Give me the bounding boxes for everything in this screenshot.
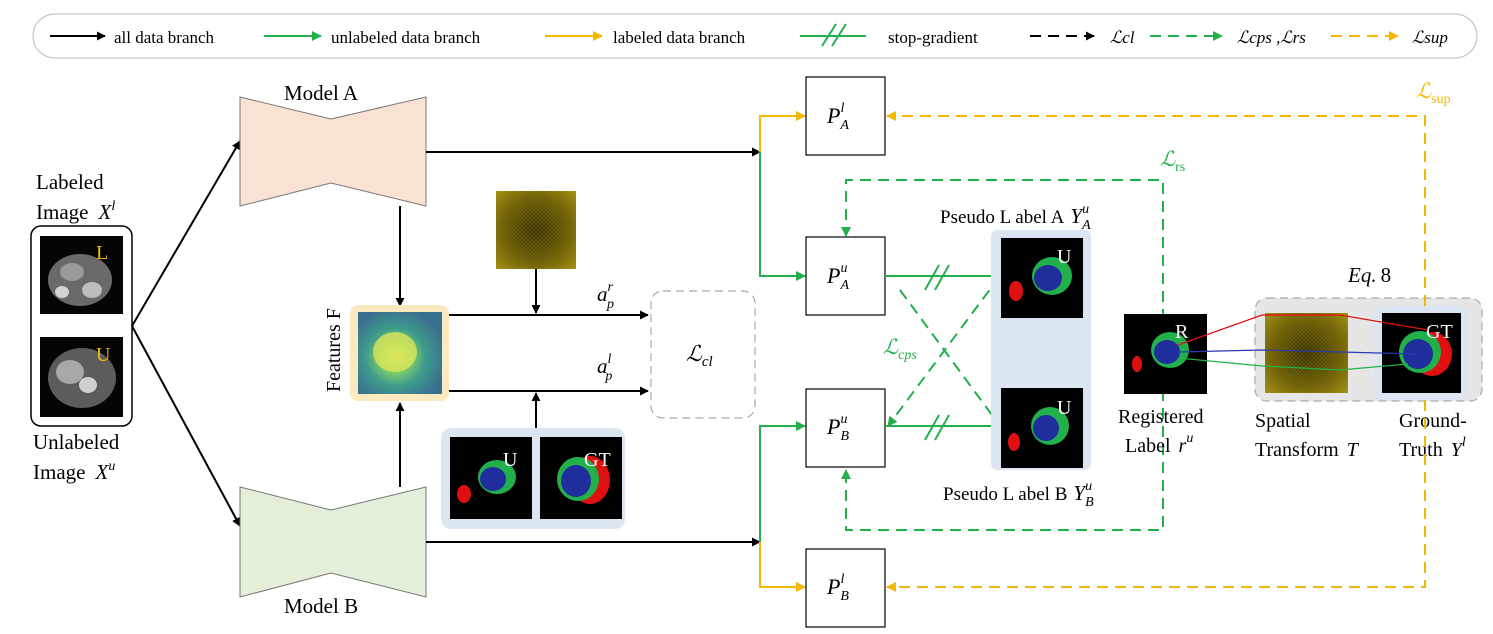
pb-u-box	[805, 388, 886, 468]
svg-text:GT: GT	[584, 449, 611, 471]
pa-l-box	[805, 76, 886, 156]
model-a-label: Model A	[284, 81, 359, 105]
legend-unlabeled-branch: unlabeled data branch	[331, 28, 481, 47]
stop-gradient-a-icon	[924, 264, 950, 291]
arrow-rs-to-pb-u	[841, 390, 1164, 531]
loss-cps-label: ℒcps	[883, 335, 917, 363]
unlabeled-mri-image: U	[40, 337, 123, 417]
loss-sup-label: ℒsup	[1416, 79, 1451, 107]
arrow-to-pa-l	[759, 111, 806, 152]
model-a-shape	[239, 96, 427, 207]
legend-all-branch: all data branch	[114, 28, 215, 47]
arrow-to-pb-u	[759, 421, 806, 542]
svg-text:R: R	[1175, 321, 1189, 343]
arrow-cps-b-to-a	[887, 275, 1001, 427]
model-b-shape	[239, 486, 427, 598]
arrow-cps-a-to-b	[899, 289, 1001, 427]
svg-text:U: U	[503, 449, 518, 471]
labeled-mri-image: L	[40, 236, 123, 314]
arrow-to-pb-l	[759, 542, 806, 592]
stop-gradient-b-icon	[924, 414, 950, 441]
loss-cl-box	[650, 290, 756, 419]
pseudo-a-image: U	[1001, 238, 1083, 318]
arrow-input-to-model-a	[131, 140, 241, 327]
model-b-label: Model B	[284, 594, 358, 618]
legend-box	[32, 13, 1478, 59]
legend-loss-cps-rs: ℒcps ,ℒrs	[1237, 28, 1306, 47]
transform-line-red	[1177, 314, 1429, 346]
registered-label-image: R	[1124, 314, 1207, 394]
features-label: Features F	[323, 308, 345, 392]
mini-u-image: U	[450, 437, 532, 519]
arrow-sup-to-pb-l	[886, 400, 1426, 592]
registered-line1: Registered	[1118, 406, 1204, 428]
svg-text:GT: GT	[1426, 321, 1453, 343]
legend-loss-sup: ℒsup	[1412, 28, 1448, 47]
legend-loss-cl: ℒcl	[1110, 28, 1135, 47]
unlabeled-title: Unlabeled	[33, 430, 120, 454]
arrow-input-to-model-b	[131, 325, 241, 527]
svg-text:U: U	[1057, 397, 1072, 419]
arrow-to-pa-u	[759, 152, 806, 281]
pa-u-box	[805, 236, 886, 316]
svg-text:L: L	[96, 242, 108, 264]
eq-label: Eq.8	[1347, 263, 1391, 287]
spatial-line1: Spatial	[1255, 410, 1311, 432]
transform-line-green	[1177, 357, 1409, 371]
legend-stop-gradient: stop-gradient	[888, 28, 978, 47]
loss-cl-label: ℒcl	[686, 341, 713, 370]
svg-text:U: U	[96, 344, 111, 366]
ground-truth-image: GT	[1382, 313, 1461, 393]
legend-stop-gradient-icon	[800, 23, 866, 47]
pseudo-b-image: U	[1001, 388, 1083, 468]
gt-line1: Ground-	[1399, 410, 1467, 432]
transform-line-blue	[1177, 349, 1419, 355]
pb-l-box	[805, 548, 886, 628]
svg-text:U: U	[1057, 246, 1072, 268]
mini-gt-image: GT	[540, 437, 622, 519]
legend-labeled-branch: labeled data branch	[613, 28, 746, 47]
arrow-sup-to-pa-l	[886, 111, 1426, 306]
labeled-title: Labeled	[36, 170, 104, 194]
loss-rs-label: ℒrs	[1160, 147, 1185, 175]
arrow-rs-to-pa-u	[841, 179, 1164, 320]
